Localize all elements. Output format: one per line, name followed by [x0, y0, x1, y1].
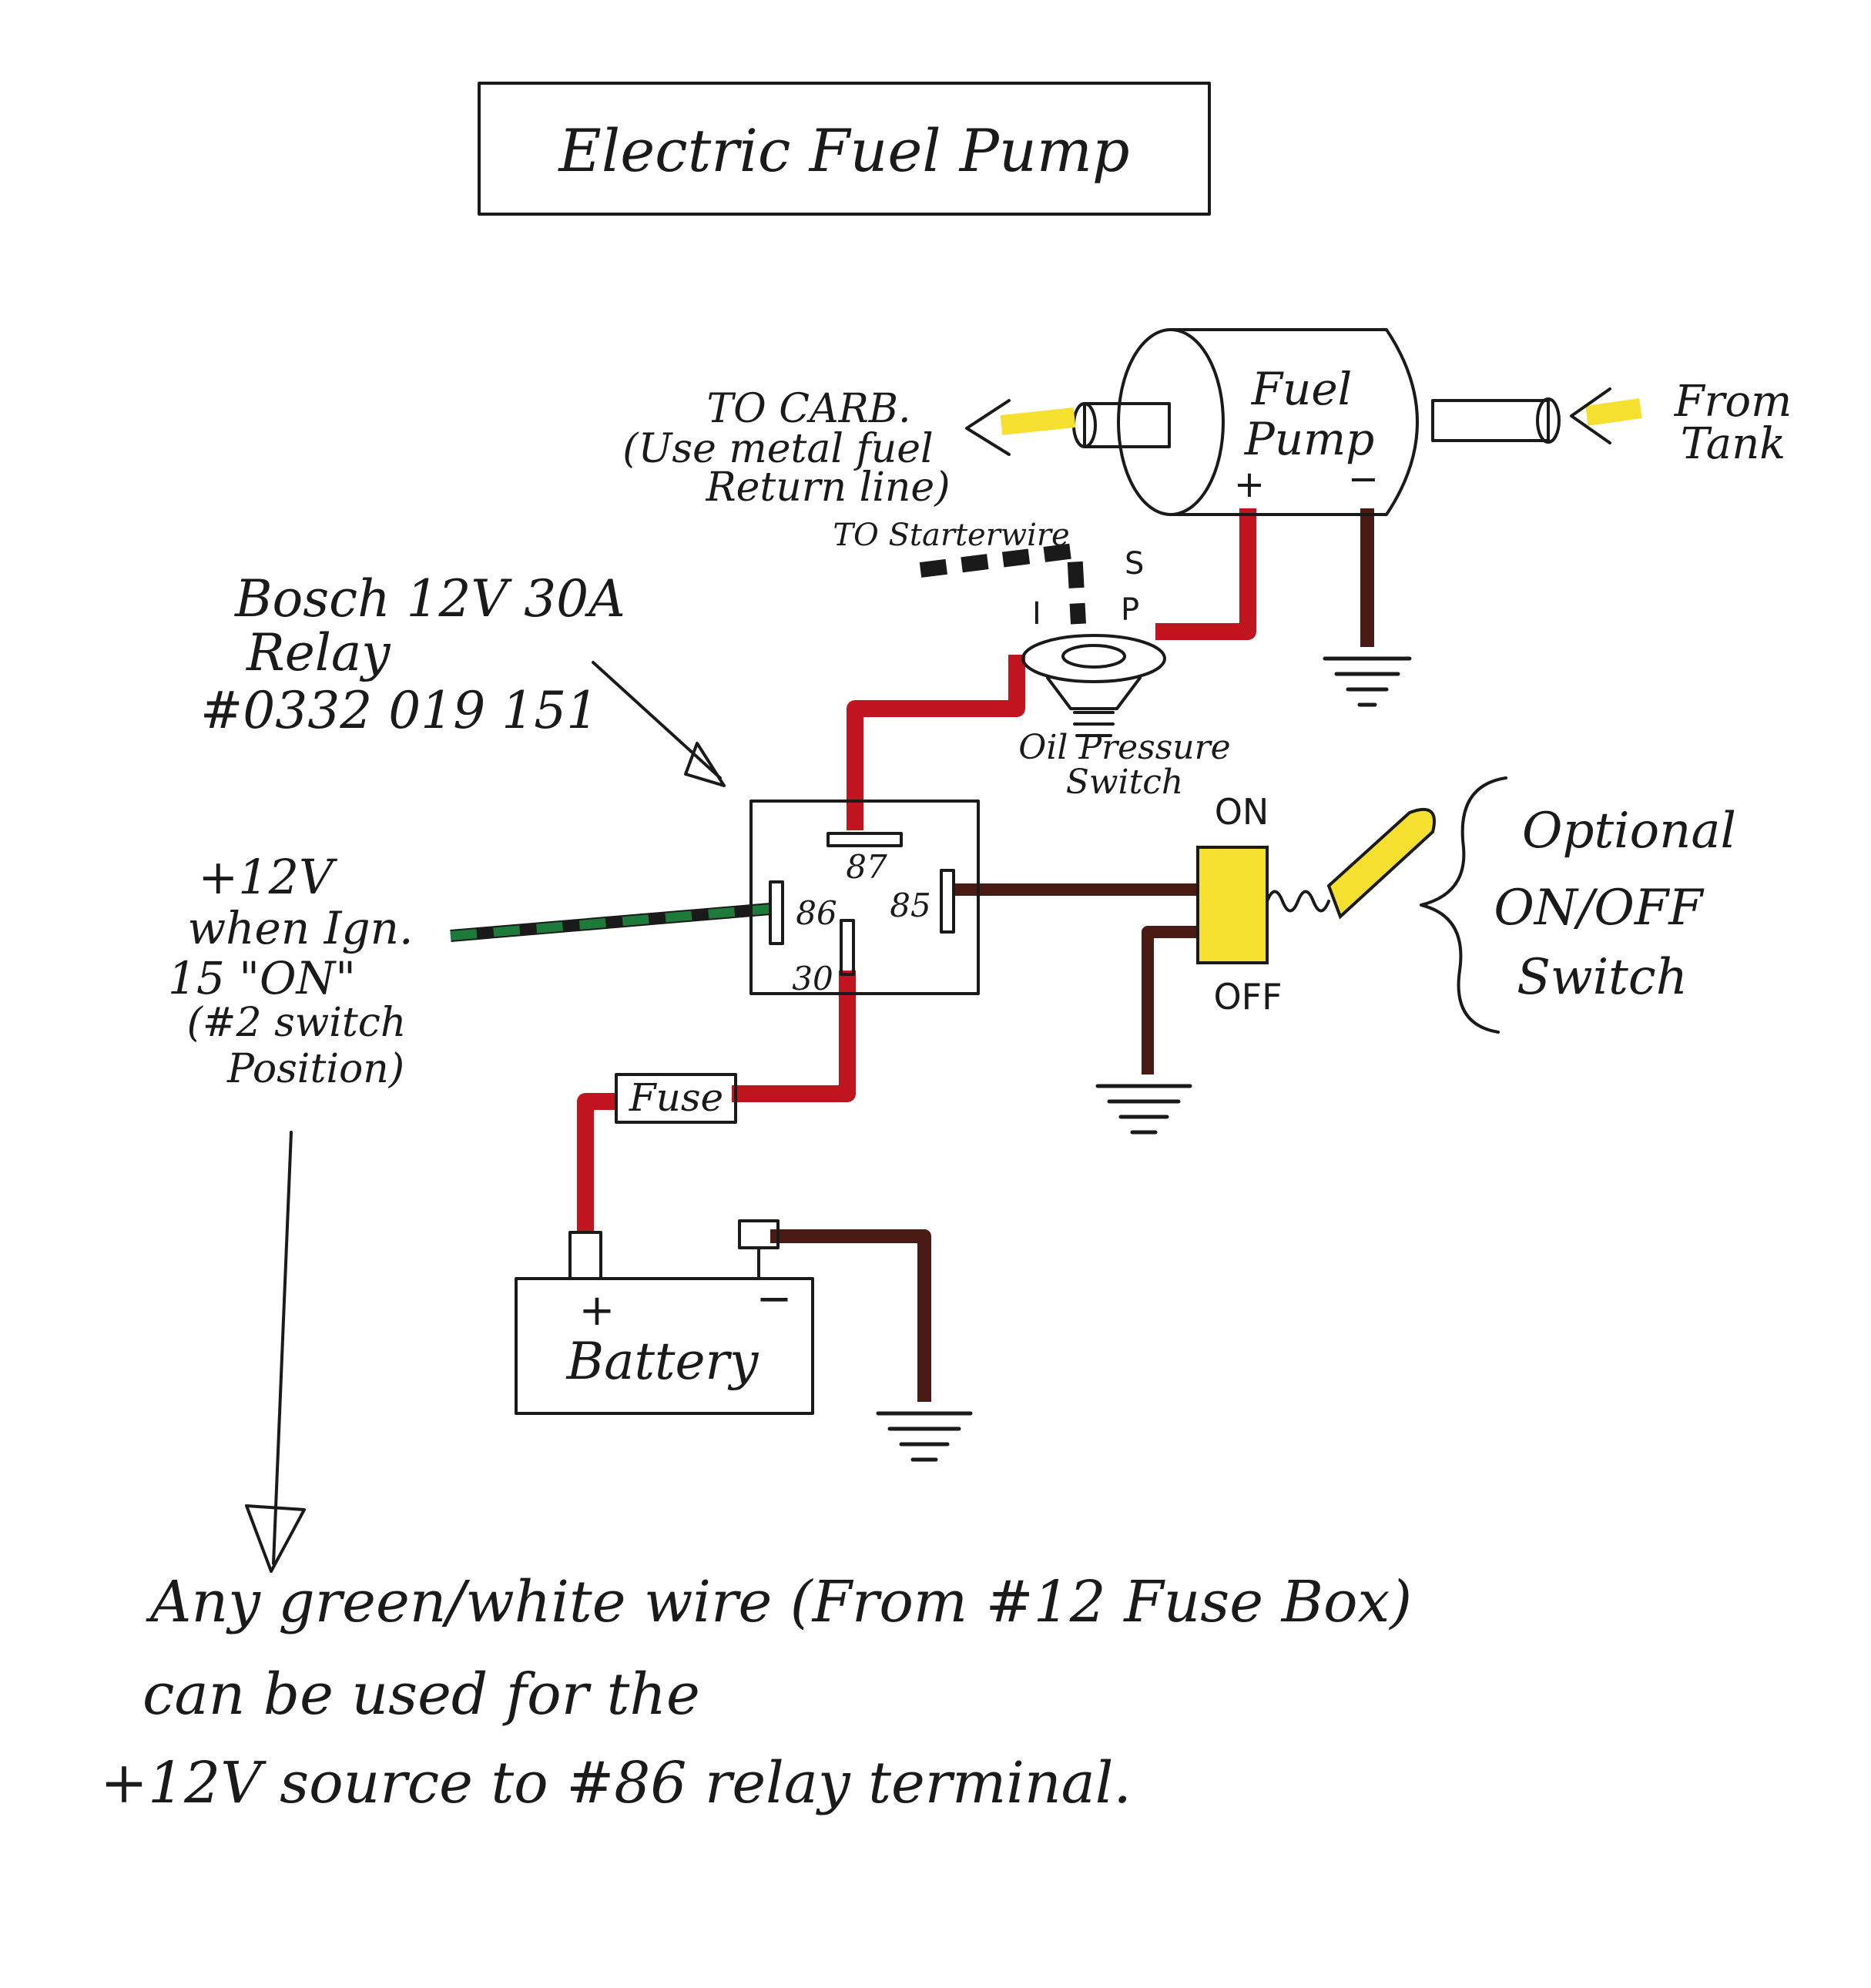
battery-plus-post — [568, 1231, 602, 1280]
fuel-pump-body — [1169, 328, 1419, 516]
green-white-wire — [450, 903, 771, 942]
red-wire-fuse-to-battery — [577, 1093, 616, 1232]
oil-switch-body — [1046, 676, 1142, 710]
red-wire-pump-to-switch — [1155, 508, 1256, 640]
switch-optional-line3: Switch — [1517, 949, 1688, 1006]
fuse-body — [615, 1073, 737, 1124]
fuel-pump: Fuel Pump + − — [1072, 328, 1561, 516]
battery-label: Battery — [566, 1332, 759, 1391]
to-carb-arrow — [965, 399, 1076, 456]
fuse-label: Fuse — [629, 1075, 723, 1120]
fuse: Fuse — [615, 1073, 737, 1124]
switch-off-label: OFF — [1213, 976, 1282, 1017]
battery-minus-sign: − — [756, 1274, 793, 1324]
relay-body — [749, 800, 980, 995]
switch-on-label: ON — [1215, 791, 1269, 833]
brown-wire-battery-ground — [770, 1229, 931, 1402]
switch-toggle-lever — [1326, 808, 1436, 920]
diagram-title: Electric Fuel Pump — [557, 116, 1129, 185]
ignition-source-label: +12V when Ign. 15 "ON" (#2 switch Positi… — [168, 849, 414, 1573]
ign-line5: Position) — [226, 1046, 404, 1092]
fuel-pump-inlet-nozzle — [1431, 399, 1550, 442]
switch-optional-line2: ON/OFF — [1494, 880, 1705, 937]
oil-switch-label-line1: Oil Pressure — [1018, 728, 1230, 767]
fuel-pump-plus-terminal: + — [1234, 463, 1265, 506]
arrow-left-icon — [1570, 387, 1611, 444]
oil-switch-terminal-s: S — [1125, 546, 1144, 582]
battery-body — [515, 1277, 814, 1415]
relay-description: Bosch 12V 30A Relay #0332 019 151 — [200, 569, 726, 787]
ign-pointer-arrow — [245, 1131, 306, 1573]
relay-label-85: 85 — [890, 887, 930, 924]
oil-switch-contact — [1061, 644, 1126, 669]
relay-label-86: 86 — [796, 894, 837, 932]
fuel-pump-label-line2: Pump — [1244, 413, 1375, 465]
relay-terminal-85 — [940, 869, 955, 934]
switch-spring — [1266, 890, 1330, 913]
footnote: Any green/white wire (From #12 Fuse Box)… — [100, 1569, 1412, 1816]
ign-line2: when Ign. — [188, 902, 414, 954]
optional-switch: ON OFF Optional ON/OFF Switch — [1196, 776, 1736, 1034]
relay-terminal-87 — [827, 832, 903, 847]
footnote-line3: +12V source to #86 relay terminal. — [100, 1750, 1132, 1816]
battery-ground-symbol — [876, 1411, 973, 1462]
switch-optional-line1: Optional — [1522, 803, 1736, 860]
footnote-line2: can be used for the — [143, 1661, 700, 1728]
oil-switch-terminal-i: I — [1032, 596, 1041, 632]
from-tank-line2: Tank — [1681, 419, 1785, 469]
fuel-pump-inlet-mouth — [1536, 397, 1561, 444]
oil-switch-top — [1021, 634, 1166, 683]
oil-switch-terminal-p: P — [1121, 592, 1139, 628]
to-carb-line2: (Use metal fuel — [622, 426, 933, 472]
relay: 87 86 85 30 — [749, 800, 980, 997]
switch-ground-symbol — [1095, 1084, 1192, 1135]
relay-label-30: 30 — [792, 960, 833, 997]
battery: + − Battery — [515, 1219, 814, 1415]
battery-plus-sign: + — [579, 1286, 615, 1336]
ign-line1: +12V — [198, 849, 338, 905]
oil-switch-thread — [1073, 711, 1115, 737]
relay-desc-line1: Bosch 12V 30A — [234, 569, 625, 629]
fuel-pump-outlet-nozzle — [1083, 402, 1171, 448]
footnote-line1: Any green/white wire (From #12 Fuse Box) — [146, 1569, 1412, 1635]
relay-desc-line2: Relay — [246, 623, 391, 682]
ign-line3: 15 "ON" — [168, 952, 356, 1004]
starter-wire-label: TO Starterwire — [833, 518, 1069, 553]
relay-desc-line3: #0332 019 151 — [200, 681, 599, 740]
starter-wire — [919, 543, 1086, 625]
to-carb-line1: TO CARB. — [706, 386, 910, 432]
red-wire-relay30-to-fuse — [732, 971, 856, 1102]
fuel-pump-minus-terminal: − — [1348, 458, 1379, 501]
to-carb-line3: Return line) — [705, 464, 950, 511]
fuel-pump-label-line1: Fuel — [1251, 363, 1352, 415]
switch-brace — [1420, 776, 1507, 1034]
brown-wire-switch-ground — [1142, 926, 1198, 1074]
arrow-left-icon — [965, 399, 1011, 456]
pump-ground-symbol — [1323, 656, 1412, 707]
relay-pointer-arrow — [592, 661, 726, 787]
oil-pressure-switch: S I P Oil Pressure Switch — [1018, 546, 1230, 802]
from-tank-arrow — [1570, 387, 1642, 444]
red-wire-switch-to-relay87 — [847, 655, 1025, 830]
relay-terminal-86 — [769, 880, 784, 945]
oil-switch-label-line2: Switch — [1066, 763, 1184, 802]
relay-terminal-30 — [840, 919, 855, 976]
title-block: Electric Fuel Pump — [478, 82, 1211, 216]
from-tank-line1: From — [1674, 377, 1792, 427]
switch-body — [1196, 846, 1269, 964]
relay-label-87: 87 — [846, 848, 887, 886]
ign-line4: (#2 switch — [187, 1000, 407, 1046]
title-frame — [478, 82, 1211, 216]
